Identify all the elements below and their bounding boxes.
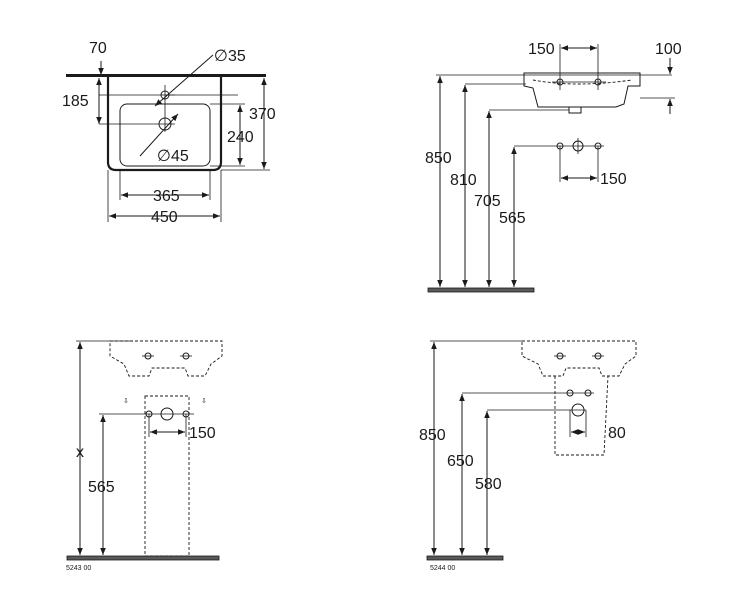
dim-100-label: 100 xyxy=(655,41,682,58)
basin-outline xyxy=(106,77,223,172)
semi-pedestal-outline xyxy=(554,375,609,456)
dim-365-label: 365 xyxy=(153,188,180,205)
dim-850-semi-label: 850 xyxy=(419,427,446,444)
dim-185-label: 185 xyxy=(62,93,89,110)
dim-370-label: 370 xyxy=(249,106,276,123)
svg-text:⇩: ⇩ xyxy=(201,398,207,405)
basin-side-outline xyxy=(523,72,641,108)
top-view: 70 185 ∅35 370 240 ∅45 365 450 xyxy=(62,40,276,226)
side-view: 150 100 150 850 810 705 565 xyxy=(425,41,682,293)
semi-pedestal-view: 80 850 650 580 5244 00 xyxy=(419,340,637,572)
product-code: 5244 00 xyxy=(430,565,455,572)
dim-580-label: 580 xyxy=(475,476,502,493)
basin-front-outline xyxy=(521,340,637,377)
floor-line xyxy=(426,555,504,561)
dim-dia35-label: ∅35 xyxy=(214,48,246,65)
product-code: 5243 00 xyxy=(66,565,91,572)
floor-line xyxy=(66,555,220,561)
wall-line xyxy=(66,74,266,77)
svg-text:⇩: ⇩ xyxy=(123,398,129,405)
dim-dia45-label: ∅45 xyxy=(157,148,189,165)
dim-150-pedestal-label: 150 xyxy=(189,425,216,442)
dim-240-label: 240 xyxy=(227,129,254,146)
dim-565-label: 565 xyxy=(499,210,526,227)
dim-150-top-label: 150 xyxy=(528,41,555,58)
dim-810-label: 810 xyxy=(450,172,477,189)
pedestal-view: ⇩ ⇩ 150 x 565 5243 00 xyxy=(66,340,223,572)
dim-650-label: 650 xyxy=(447,453,474,470)
dim-70-label: 70 xyxy=(89,40,107,57)
dim-80-label: 80 xyxy=(608,425,626,442)
dim-850-label: 850 xyxy=(425,150,452,167)
dim-x-label: x xyxy=(76,444,84,461)
dim-565-pedestal-label: 565 xyxy=(88,479,115,496)
basin-front-outline xyxy=(109,340,223,377)
dim-450-label: 450 xyxy=(151,209,178,226)
dim-150-holes-label: 150 xyxy=(600,171,627,188)
floor-line xyxy=(427,287,535,293)
dim-705-label: 705 xyxy=(474,193,501,210)
